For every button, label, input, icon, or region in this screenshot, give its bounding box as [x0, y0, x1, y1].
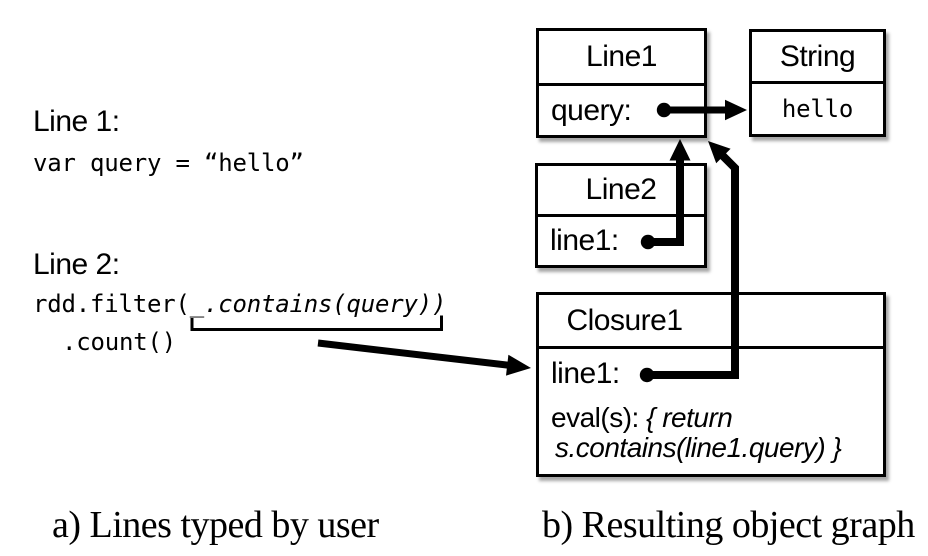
object-box-line1: Line1 query: [536, 28, 707, 138]
string-value: hello [781, 95, 854, 123]
line2-code-line2: .count() [62, 328, 176, 356]
line2-box-title: Line2 [538, 166, 704, 217]
line1-label: Line 1: [33, 105, 120, 138]
object-box-line2: Line2 line1: [535, 163, 707, 268]
arrow-code-to-closure [317, 339, 531, 376]
query-field-label: query: [551, 93, 632, 127]
closure-eval-line2: s.contains(line1.query) } [555, 432, 842, 463]
closure-box-body: line1: eval(s): { return s.contains(line… [539, 349, 883, 474]
object-box-closure1: Closure1 line1: eval(s): { return s.cont… [536, 292, 886, 477]
eval-label: eval(s): [551, 402, 647, 433]
caption-b: b) Resulting object graph [542, 504, 915, 546]
eval-body-line1: { return [646, 402, 733, 433]
string-box-title: String [752, 32, 883, 84]
line2-box-body: line1: [538, 217, 704, 265]
closure-eval-line1: eval(s): { return [551, 402, 733, 433]
line1-box-body: query: [539, 86, 704, 135]
line2-label: Line 2: [33, 248, 120, 281]
line2-code-plain: rdd.filter(_ [33, 290, 204, 318]
string-box-body: hello [752, 84, 883, 134]
line1-box-title: Line1 [539, 31, 704, 86]
line2-field-label: line1: [550, 224, 619, 257]
object-box-string: String hello [749, 29, 886, 137]
line1-code: var query = “hello” [33, 149, 304, 177]
caption-a: a) Lines typed by user [52, 504, 379, 546]
closure-box-title: Closure1 [539, 295, 883, 349]
line2-code-italic: .contains(query)) [204, 290, 447, 318]
line2-code-line1: rdd.filter(_.contains(query)) [33, 292, 446, 316]
closure-field-label: line1: [551, 357, 620, 390]
